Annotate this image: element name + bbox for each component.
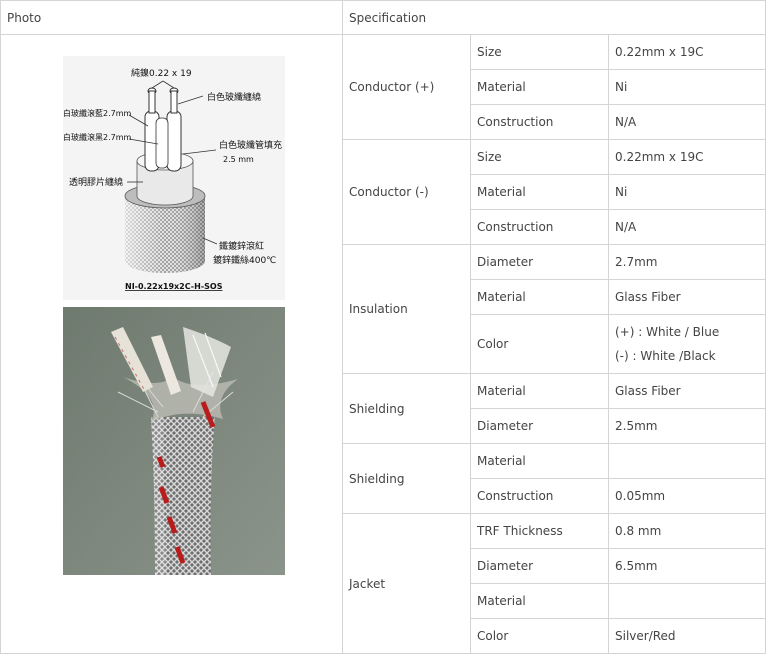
cable-photo <box>63 307 285 575</box>
table-row: 純鎳0.22 x 19 白色玻纖纏繞 白玻纖滾藍2.7mm 白玻纖滾黑2.7mm… <box>0 34 766 654</box>
prop-value: Ni <box>608 174 766 210</box>
label-black: 白玻纖滾黑2.7mm <box>63 132 132 142</box>
prop-value: Silver/Red <box>608 618 766 654</box>
group-conductor-plus: Conductor (+) <box>342 34 471 140</box>
prop-label: TRF Thickness <box>470 513 609 549</box>
table-row: Insulation Diameter 2.7mm <box>1 244 766 374</box>
prop-value <box>608 443 766 479</box>
label-clear: 透明膠片纏繞 <box>69 176 123 188</box>
table-row: Material Glass Fiber <box>1 279 766 315</box>
table-row: Material Ni <box>1 174 766 210</box>
prop-label: Material <box>470 174 609 210</box>
group-shielding: Shielding <box>342 373 471 444</box>
prop-label: Color <box>470 618 609 654</box>
label-fill-size: 2.5 mm <box>223 155 254 164</box>
prop-value <box>608 583 766 619</box>
color-plus: (+) : White / Blue <box>615 325 720 339</box>
prop-value: 0.8 mm <box>608 513 766 549</box>
prop-label: Diameter <box>470 244 609 280</box>
label-conductor: 純鎳0.22 x 19 <box>131 67 192 79</box>
prop-label: Construction <box>470 209 609 245</box>
prop-label: Diameter <box>470 408 609 444</box>
prop-value: N/A <box>608 104 766 140</box>
prop-label: Diameter <box>470 548 609 584</box>
table-row: Color (+) : White / Blue (-) : White /Bl… <box>1 314 766 374</box>
group-insulation: Insulation <box>342 244 471 374</box>
spec-header: Specification <box>342 0 766 35</box>
prop-label: Color <box>470 314 609 374</box>
table-row: Conductor (-) Size 0.22mm x 19C <box>1 139 766 245</box>
diagram-title: NI-0.22x19x2C-H-SOS <box>125 282 223 291</box>
prop-label: Material <box>470 279 609 315</box>
group-shielding: Shielding <box>342 443 471 514</box>
label-jacket: 鐵鍍鋅滾紅 <box>219 240 264 252</box>
table-row: Diameter 2.5mm <box>1 408 766 444</box>
table-row: Diameter 6.5mm <box>1 548 766 584</box>
table-row: Jacket TRF Thickness 0.8 mm <box>1 513 766 654</box>
photo-header: Photo <box>0 0 343 35</box>
prop-value: 2.7mm <box>608 244 766 280</box>
prop-label: Construction <box>470 104 609 140</box>
group-conductor-minus: Conductor (-) <box>342 139 471 245</box>
prop-label: Size <box>470 34 609 70</box>
table-row: Color Silver/Red <box>1 618 766 654</box>
color-minus: (-) : White /Black <box>615 349 716 363</box>
photo-cell: 純鎳0.22 x 19 白色玻纖纏繞 白玻纖滾藍2.7mm 白玻纖滾黑2.7mm… <box>0 34 343 654</box>
prop-value: N/A <box>608 209 766 245</box>
prop-label: Material <box>470 69 609 105</box>
label-fill: 白色玻纖纏繞 <box>207 91 261 103</box>
cable-diagram: 純鎳0.22 x 19 白色玻纖纏繞 白玻纖滾藍2.7mm 白玻纖滾黑2.7mm… <box>63 56 285 300</box>
label-blue: 白玻纖滾藍2.7mm <box>63 108 132 118</box>
prop-label: Material <box>470 373 609 409</box>
prop-label: Size <box>470 139 609 175</box>
prop-value: Glass Fiber <box>608 279 766 315</box>
header-row: Photo Specification <box>0 0 766 35</box>
table-row: Construction N/A <box>1 209 766 245</box>
table-row: Construction N/A <box>1 104 766 140</box>
prop-value: Glass Fiber <box>608 373 766 409</box>
label-jacket2: 鍍鋅鐵絲400℃ <box>213 254 276 266</box>
prop-value: 2.5mm <box>608 408 766 444</box>
prop-value: Ni <box>608 69 766 105</box>
group-jacket: Jacket <box>342 513 471 654</box>
prop-value: 0.22mm x 19C <box>608 139 766 175</box>
prop-value: 0.05mm <box>608 478 766 514</box>
label-fill2: 白色玻纖管填充 <box>219 139 282 151</box>
prop-value: 0.22mm x 19C <box>608 34 766 70</box>
prop-label: Construction <box>470 478 609 514</box>
prop-label: Material <box>470 443 609 479</box>
prop-value: (+) : White / Blue (-) : White /Black <box>608 314 766 374</box>
prop-value: 6.5mm <box>608 548 766 584</box>
prop-label: Material <box>470 583 609 619</box>
